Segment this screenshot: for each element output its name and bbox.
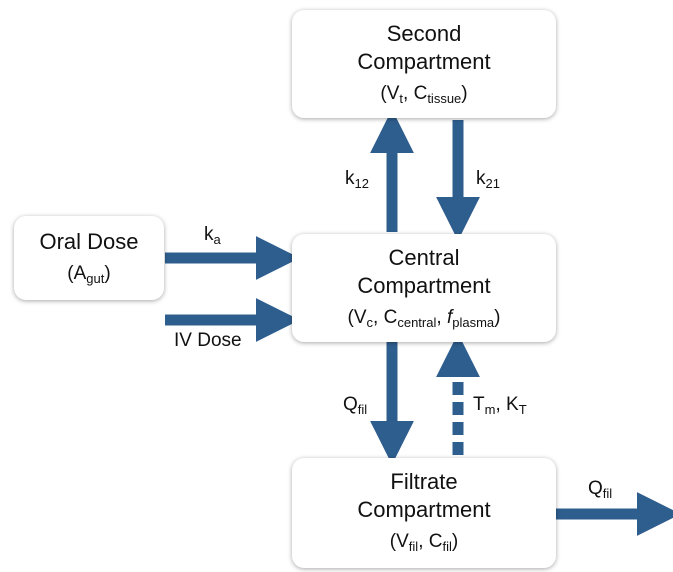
second-title-line1: Second	[386, 21, 462, 46]
filtrate-title-line1: Filtrate	[390, 469, 458, 494]
oral-dose-box: Oral Dose (Agut)	[14, 216, 164, 300]
filtrate-title-line2: Compartment	[357, 497, 491, 522]
second-title-line2: Compartment	[357, 49, 491, 74]
oral-dose-params: (Agut)	[67, 263, 111, 286]
second-params: (Vt, Ctissue)	[380, 83, 468, 106]
central-params: (Vc, Ccentral, fplasma)	[347, 307, 501, 330]
label-tm-kt: Tm, KT	[473, 394, 527, 417]
oral-dose-title: Oral Dose	[39, 229, 139, 254]
central-compartment-box: Central Compartment (Vc, Ccentral, fplas…	[292, 234, 556, 342]
filtrate-params: (Vfil, Cfil)	[389, 531, 459, 554]
central-title-line1: Central	[388, 245, 460, 270]
label-k12: k12	[345, 168, 369, 191]
label-iv-dose: IV Dose	[174, 330, 242, 351]
label-k21: k21	[476, 168, 500, 191]
label-qfil-out: Qfil	[588, 478, 613, 501]
second-compartment-box: Second Compartment (Vt, Ctissue)	[292, 10, 556, 118]
filtrate-compartment-box: Filtrate Compartment (Vfil, Cfil)	[292, 458, 556, 568]
central-title-line2: Compartment	[357, 273, 491, 298]
label-qfil-down: Qfil	[343, 394, 368, 417]
label-ka: ka	[204, 224, 221, 247]
